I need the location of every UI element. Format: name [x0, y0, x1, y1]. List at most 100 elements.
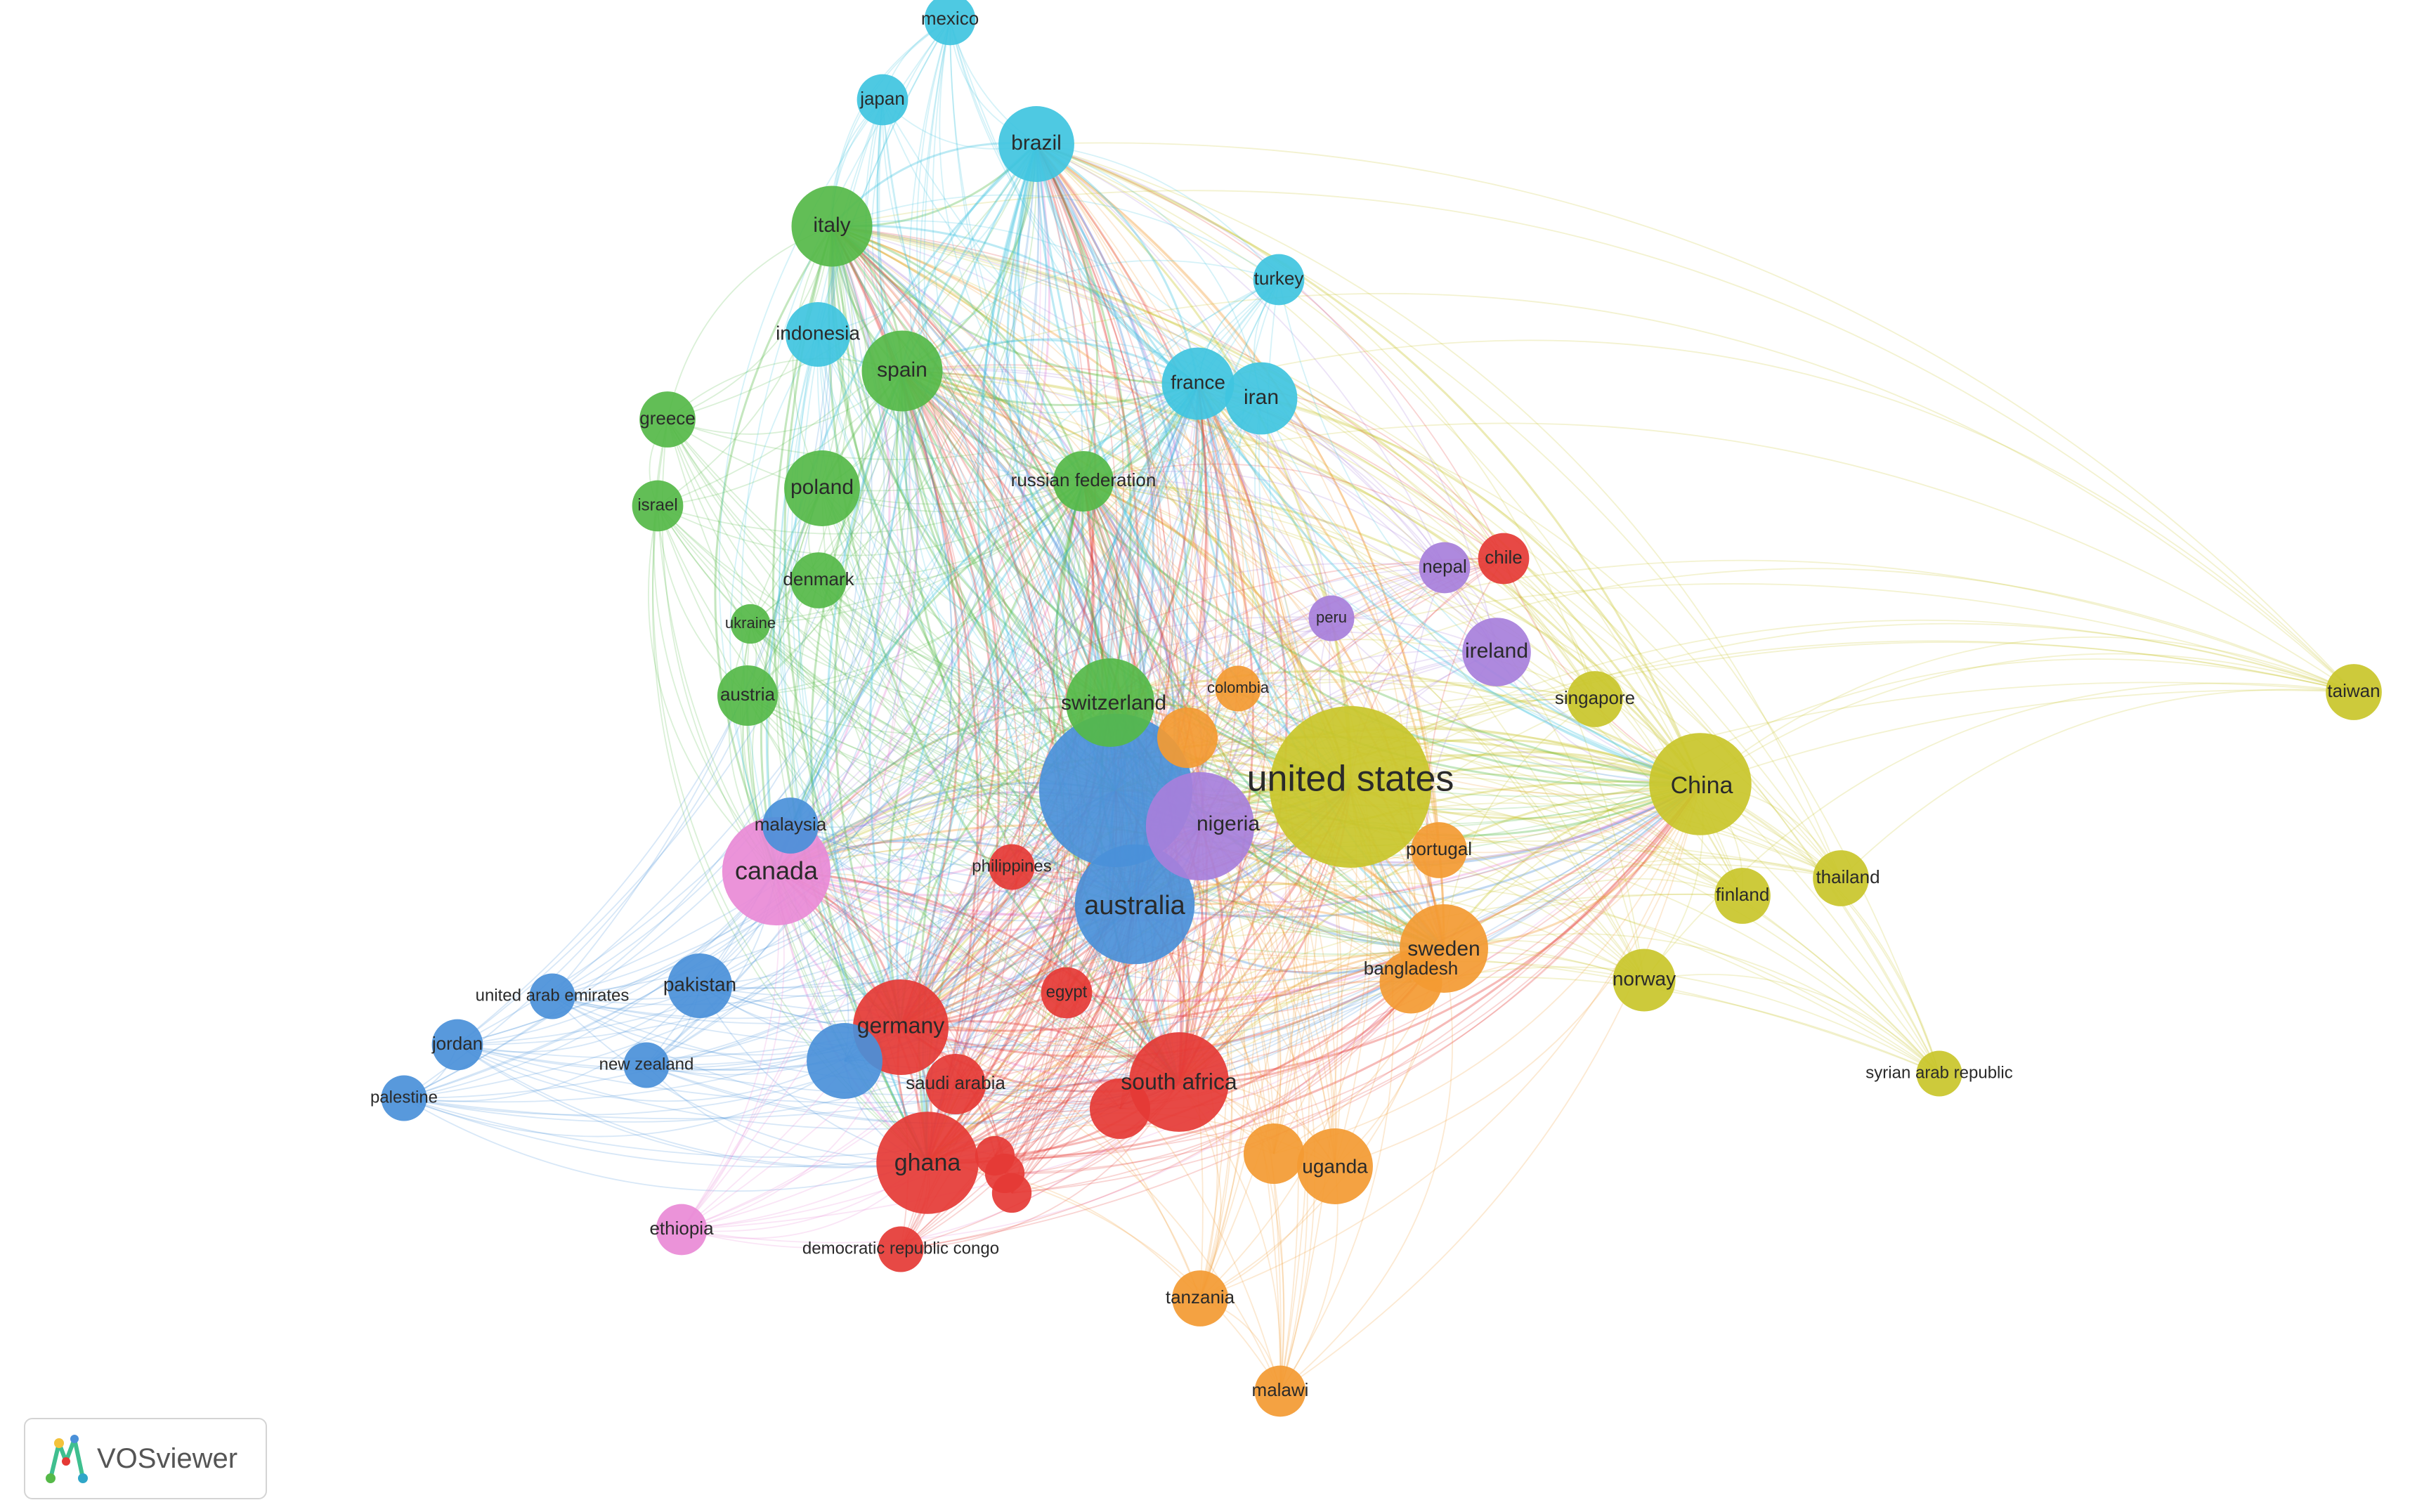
label-france[interactable]: france [1171, 371, 1225, 393]
label-australia[interactable]: australia [1084, 891, 1185, 920]
node-nigeria[interactable] [1145, 771, 1255, 881]
node-bangladesh[interactable] [1379, 951, 1442, 1014]
node-malawi[interactable] [1254, 1365, 1306, 1417]
label-ethiopia[interactable]: ethiopia [649, 1218, 714, 1239]
label-china[interactable]: China [1671, 772, 1733, 799]
label-nepal[interactable]: nepal [1422, 556, 1467, 577]
label-newzealand[interactable]: new zealand [599, 1055, 694, 1074]
label-bangladesh[interactable]: bangladesh [1364, 958, 1458, 979]
node-tanzania[interactable] [1172, 1270, 1228, 1327]
node-syria[interactable] [1916, 1050, 1962, 1097]
label-egypt[interactable]: egypt [1046, 982, 1088, 1001]
node-mexico[interactable] [924, 0, 976, 46]
node-thailand[interactable] [1813, 850, 1869, 906]
node-colombia[interactable] [1215, 665, 1261, 712]
node-brazil[interactable] [998, 106, 1074, 182]
label-brazil[interactable]: brazil [1011, 131, 1062, 155]
label-uganda[interactable]: uganda [1302, 1155, 1368, 1177]
node-poland[interactable] [784, 450, 860, 526]
node-austria[interactable] [717, 665, 779, 726]
label-finland[interactable]: finland [1716, 884, 1770, 905]
label-denmark[interactable]: denmark [783, 568, 854, 589]
node-orangenode2[interactable] [1243, 1123, 1305, 1185]
label-norway[interactable]: norway [1613, 967, 1676, 989]
node-denmark[interactable] [790, 552, 847, 608]
label-spain[interactable]: spain [877, 358, 927, 382]
node-spain[interactable] [861, 330, 943, 412]
label-drc[interactable]: democratic republic congo [802, 1239, 999, 1258]
label-turkey[interactable]: turkey [1254, 268, 1304, 289]
node-russia[interactable] [1053, 450, 1114, 512]
node-rednode1[interactable] [1089, 1078, 1151, 1140]
label-greece[interactable]: greece [639, 408, 696, 429]
node-uae[interactable] [529, 973, 575, 1019]
label-sweden[interactable]: sweden [1407, 937, 1480, 960]
node-orangenode1[interactable] [1157, 707, 1218, 769]
node-southafrica[interactable] [1129, 1032, 1229, 1132]
label-ireland[interactable]: ireland [1465, 639, 1528, 663]
label-pakistan[interactable]: pakistan [663, 973, 736, 995]
label-switzerland[interactable]: switzerland [1061, 691, 1166, 715]
label-uae[interactable]: united arab emirates [476, 986, 630, 1005]
label-portugal[interactable]: portugal [1406, 838, 1472, 859]
label-poland[interactable]: poland [790, 476, 854, 499]
node-pakistan[interactable] [667, 953, 732, 1018]
label-israel[interactable]: israel [637, 495, 677, 514]
node-france[interactable] [1161, 347, 1235, 420]
node-jordan[interactable] [431, 1019, 483, 1071]
node-greece[interactable] [639, 391, 696, 448]
label-southafrica[interactable]: south africa [1121, 1069, 1237, 1094]
vosviewer-badge[interactable]: VOSviewer [24, 1418, 267, 1499]
node-ukraine[interactable] [730, 604, 771, 644]
node-singapore[interactable] [1567, 671, 1623, 727]
node-saudiarabia[interactable] [925, 1053, 986, 1115]
label-jordan[interactable]: jordan [431, 1033, 483, 1054]
label-germany[interactable]: germany [857, 1012, 945, 1038]
label-japan[interactable]: japan [859, 88, 905, 109]
label-palestine[interactable]: palestine [370, 1088, 438, 1107]
node-japan[interactable] [856, 74, 908, 126]
node-ethiopia[interactable] [656, 1204, 708, 1256]
label-italy[interactable]: italy [813, 214, 850, 237]
node-italy[interactable] [791, 185, 873, 267]
label-malawi[interactable]: malawi [1252, 1379, 1309, 1400]
label-thailand[interactable]: thailand [1816, 866, 1880, 887]
label-singapore[interactable]: singapore [1555, 687, 1635, 708]
node-portugal[interactable] [1411, 822, 1467, 878]
label-ukraine[interactable]: ukraine [725, 614, 776, 632]
node-ireland[interactable] [1462, 618, 1531, 686]
node-malaysia[interactable] [762, 797, 819, 854]
node-newzealand[interactable] [623, 1042, 670, 1088]
node-ghana[interactable] [876, 1112, 979, 1214]
node-indonesia[interactable] [786, 302, 850, 367]
label-usa[interactable]: united states [1247, 759, 1454, 800]
node-rednode4[interactable] [991, 1173, 1032, 1213]
label-canada[interactable]: canada [735, 856, 819, 885]
node-chile[interactable] [1478, 533, 1530, 585]
node-norway[interactable] [1613, 949, 1676, 1012]
node-peru[interactable] [1308, 595, 1355, 641]
label-malaysia[interactable]: malaysia [755, 814, 827, 835]
label-mexico[interactable]: mexico [921, 8, 979, 29]
node-philippines[interactable] [989, 844, 1035, 890]
label-ghana[interactable]: ghana [894, 1149, 961, 1176]
label-tanzania[interactable]: tanzania [1166, 1286, 1235, 1308]
node-palestine[interactable] [381, 1075, 427, 1121]
node-australia[interactable] [1074, 844, 1195, 965]
label-colombia[interactable]: colombia [1207, 679, 1270, 696]
node-taiwan[interactable] [2326, 664, 2382, 720]
node-israel[interactable] [632, 480, 684, 532]
label-chile[interactable]: chile [1485, 547, 1522, 568]
label-philippines[interactable]: philippines [972, 856, 1051, 875]
node-nepal[interactable] [1419, 542, 1471, 594]
label-russia[interactable]: russian federation [1011, 469, 1157, 490]
label-austria[interactable]: austria [720, 684, 776, 705]
label-saudiarabia[interactable]: saudi arabia [906, 1072, 1005, 1093]
label-taiwan[interactable]: taiwan [2327, 680, 2380, 701]
node-switzerland[interactable] [1066, 658, 1154, 747]
label-nigeria[interactable]: nigeria [1197, 812, 1260, 835]
label-indonesia[interactable]: indonesia [776, 322, 860, 344]
label-peru[interactable]: peru [1316, 608, 1347, 626]
node-turkey[interactable] [1253, 254, 1305, 306]
